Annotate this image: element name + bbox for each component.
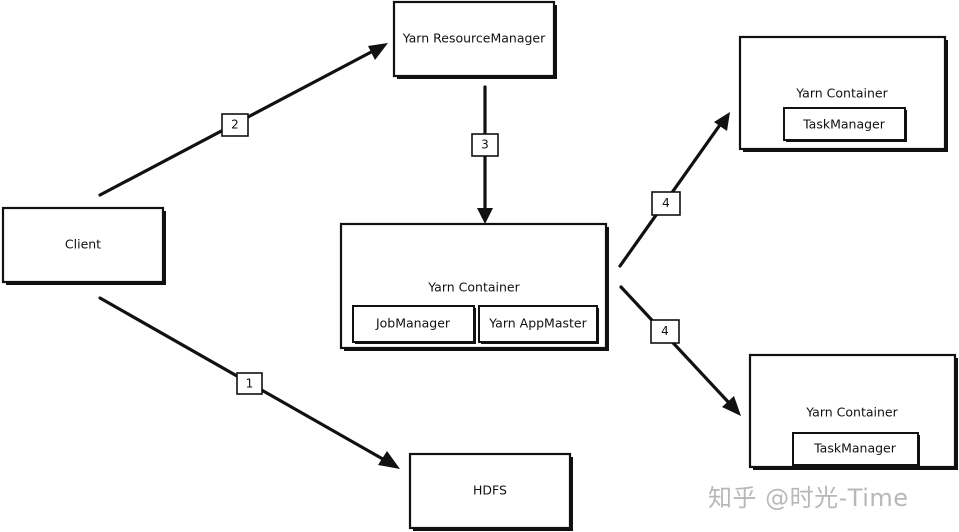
tm-container-top-title: Yarn Container	[795, 86, 888, 101]
step-badge	[651, 191, 681, 216]
task-manager-top-node: TaskManager	[783, 107, 907, 142]
step-badge	[650, 319, 680, 344]
step-label: 3	[481, 138, 489, 152]
edge-am-to-tm-bottom: 4	[619, 285, 741, 416]
app-master-label: Yarn AppMaster	[488, 316, 587, 331]
edge-client-to-hdfs: 1	[98, 296, 400, 469]
step-label: 4	[662, 196, 670, 210]
am-container-node: Yarn Container JobManager Yarn AppMaster	[339, 222, 609, 351]
step-label: 1	[246, 377, 254, 391]
tm-container-bottom-title: Yarn Container	[805, 405, 898, 420]
step-badge	[471, 133, 499, 157]
hdfs-label: HDFS	[473, 483, 507, 498]
task-manager-bottom-label: TaskManager	[813, 441, 897, 456]
task-manager-bottom-node: TaskManager	[792, 432, 920, 467]
tm-container-top-node: Yarn Container TaskManager	[738, 35, 948, 152]
resource-manager-label: Yarn ResourceManager	[402, 31, 546, 46]
step-badge	[236, 372, 263, 395]
job-manager-label: JobManager	[375, 316, 451, 331]
task-manager-top-label: TaskManager	[802, 117, 886, 132]
step-label: 2	[231, 118, 239, 132]
step-label: 4	[661, 324, 669, 338]
step-badge	[221, 113, 249, 137]
app-master-node: Yarn AppMaster	[478, 305, 599, 344]
resource-manager-node: Yarn ResourceManager	[392, 0, 557, 79]
edge-resource-manager-to-am: 3	[471, 85, 499, 224]
client-label: Client	[65, 237, 101, 252]
tm-container-bottom-node: Yarn Container TaskManager	[748, 353, 958, 470]
edge-am-to-tm-top: 4	[618, 112, 730, 268]
am-container-title: Yarn Container	[427, 280, 520, 295]
edge-client-to-resource-manager: 2	[98, 43, 388, 197]
client-node: Client	[1, 206, 166, 285]
watermark-text: 知乎 @时光-Time	[708, 484, 909, 512]
hdfs-node: HDFS	[408, 452, 573, 531]
job-manager-node: JobManager	[352, 305, 476, 344]
